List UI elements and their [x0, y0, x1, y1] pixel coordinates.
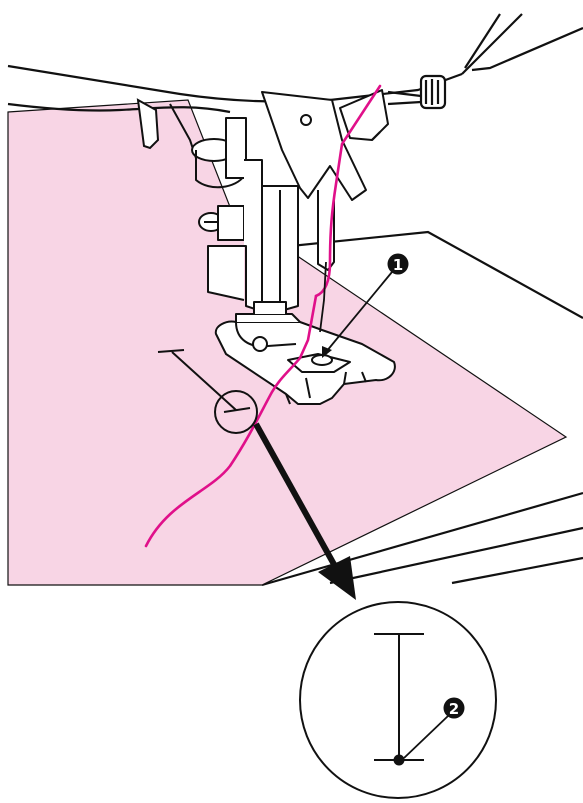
callout-1: 1 [388, 254, 409, 275]
magnifier-circle-icon [300, 602, 496, 798]
callout-2: 2 [444, 698, 465, 719]
callout-1-label: 1 [393, 256, 403, 274]
callout-2-label: 2 [449, 700, 459, 718]
